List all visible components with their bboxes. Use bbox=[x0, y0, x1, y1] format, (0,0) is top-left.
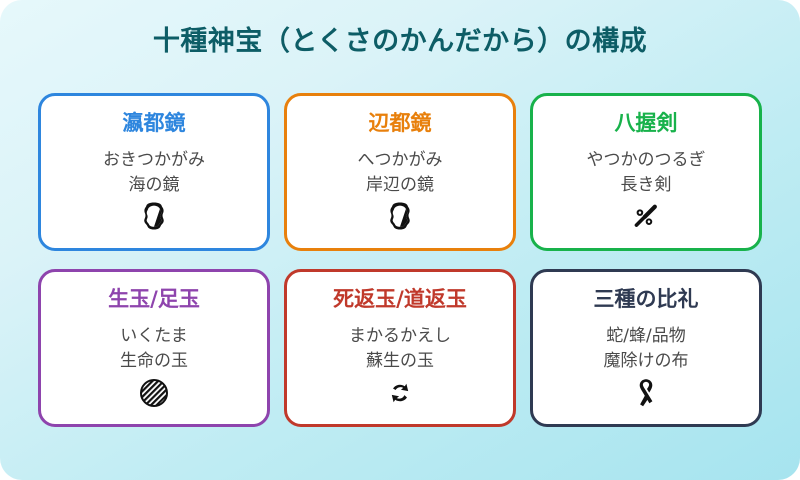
hand-mirror-icon bbox=[383, 200, 417, 234]
card-title: 辺都鏡 bbox=[368, 111, 432, 135]
treasure-card-grid: 瀛都鏡おきつかがみ海の鏡辺都鏡へつかがみ岸辺の鏡八握剣やつかのつるぎ長き剣生玉/… bbox=[38, 93, 762, 427]
cycle-arrows-icon bbox=[383, 376, 417, 410]
card-reading: やつかのつるぎ bbox=[586, 150, 706, 170]
treasure-card[interactable]: 辺都鏡へつかがみ岸辺の鏡 bbox=[284, 93, 516, 251]
card-title: 三種の比礼 bbox=[593, 287, 699, 311]
dagger-icon bbox=[629, 200, 663, 234]
card-reading: おきつかがみ bbox=[103, 150, 205, 170]
card-reading: へつかがみ bbox=[357, 150, 443, 170]
card-meaning: 魔除けの布 bbox=[603, 351, 689, 371]
hand-mirror-icon bbox=[137, 200, 171, 234]
card-meaning: 岸辺の鏡 bbox=[366, 175, 434, 195]
card-title: 生玉/足玉 bbox=[108, 287, 200, 311]
card-title: 瀛都鏡 bbox=[122, 111, 186, 135]
card-title: 八握剣 bbox=[614, 111, 678, 135]
card-meaning: 海の鏡 bbox=[128, 175, 180, 195]
page-title: 十種神宝（とくさのかんだから）の構成 bbox=[152, 26, 648, 57]
treasure-card[interactable]: 瀛都鏡おきつかがみ海の鏡 bbox=[38, 93, 270, 251]
treasure-card[interactable]: 死返玉/道返玉まかるかえし蘇生の玉 bbox=[284, 269, 516, 427]
card-reading: 蛇/蜂/品物 bbox=[606, 326, 686, 346]
treasure-card[interactable]: 三種の比礼蛇/蜂/品物魔除けの布 bbox=[530, 269, 762, 427]
card-title: 死返玉/道返玉 bbox=[333, 287, 467, 311]
ribbon-icon bbox=[629, 376, 663, 410]
card-reading: いくたま bbox=[120, 326, 188, 346]
treasure-card[interactable]: 生玉/足玉いくたま生命の玉 bbox=[38, 269, 270, 427]
card-meaning: 蘇生の玉 bbox=[366, 351, 434, 371]
card-meaning: 生命の玉 bbox=[120, 351, 188, 371]
card-reading: まかるかえし bbox=[349, 326, 451, 346]
card-meaning: 長き剣 bbox=[620, 175, 672, 195]
treasure-card[interactable]: 八握剣やつかのつるぎ長き剣 bbox=[530, 93, 762, 251]
orb-icon bbox=[137, 376, 171, 410]
